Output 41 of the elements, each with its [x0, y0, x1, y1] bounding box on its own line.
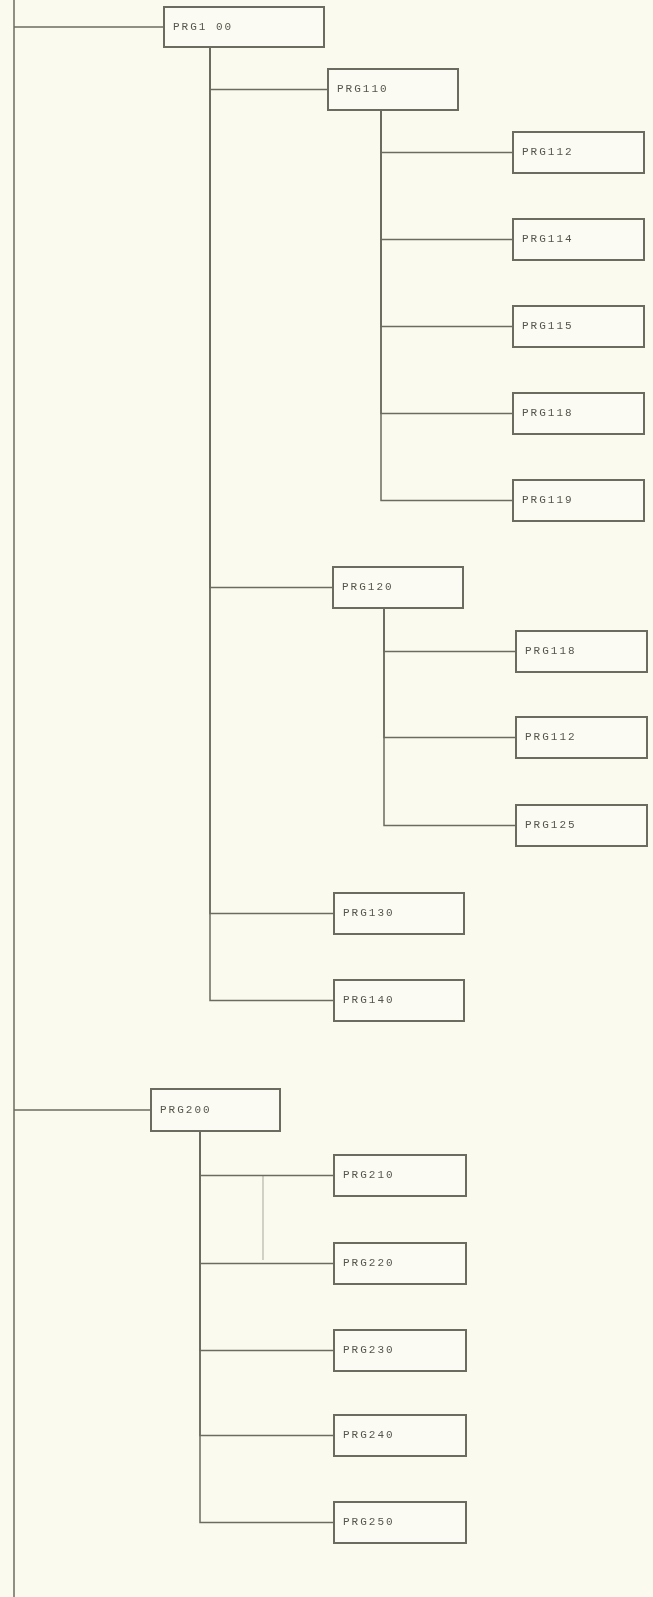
program-name: PRG130: [343, 906, 396, 922]
program-name: PRG114: [522, 232, 575, 248]
program-name: PRG140: [343, 993, 396, 1009]
program-name: PRG115: [522, 319, 575, 335]
program-box: [333, 979, 465, 1022]
program-name: PRG200: [160, 1102, 213, 1118]
program-box: [333, 892, 465, 935]
program-box: [512, 392, 645, 435]
program-name: PRG110: [337, 82, 390, 98]
program-box: [333, 1154, 467, 1197]
program-name: PRG119: [522, 493, 575, 509]
program-name: PRG120: [342, 580, 395, 596]
program-box: [333, 1501, 467, 1544]
program-box: [512, 479, 645, 522]
program-box: [327, 68, 459, 111]
program-box: [333, 1329, 467, 1372]
program-box: [515, 630, 648, 673]
program-name: PRG1 00: [173, 19, 235, 35]
program-name: PRG230: [343, 1343, 396, 1359]
program-name: PRG112: [525, 730, 578, 746]
program-name: PRG118: [522, 406, 575, 422]
connector-line: [13, 1109, 151, 1111]
program-box: [512, 305, 645, 348]
program-name: PRG118: [525, 644, 578, 660]
program-box: [512, 131, 645, 174]
program-box: [163, 6, 325, 48]
program-box: [515, 804, 648, 847]
program-name: PRG240: [343, 1428, 396, 1444]
program-box: [512, 218, 645, 261]
connector-line: [13, 26, 164, 28]
program-name: PRG250: [343, 1515, 396, 1531]
connector-line: [383, 608, 516, 827]
program-box: [150, 1088, 281, 1132]
program-name: PRG112: [522, 145, 575, 161]
program-name: PRG125: [525, 818, 578, 834]
program-box: [515, 716, 648, 759]
program-name: PRG220: [343, 1256, 396, 1272]
program-box: [333, 1242, 467, 1285]
program-box: [333, 1414, 467, 1457]
program-name: PRG210: [343, 1168, 396, 1184]
program-box: [332, 566, 464, 609]
